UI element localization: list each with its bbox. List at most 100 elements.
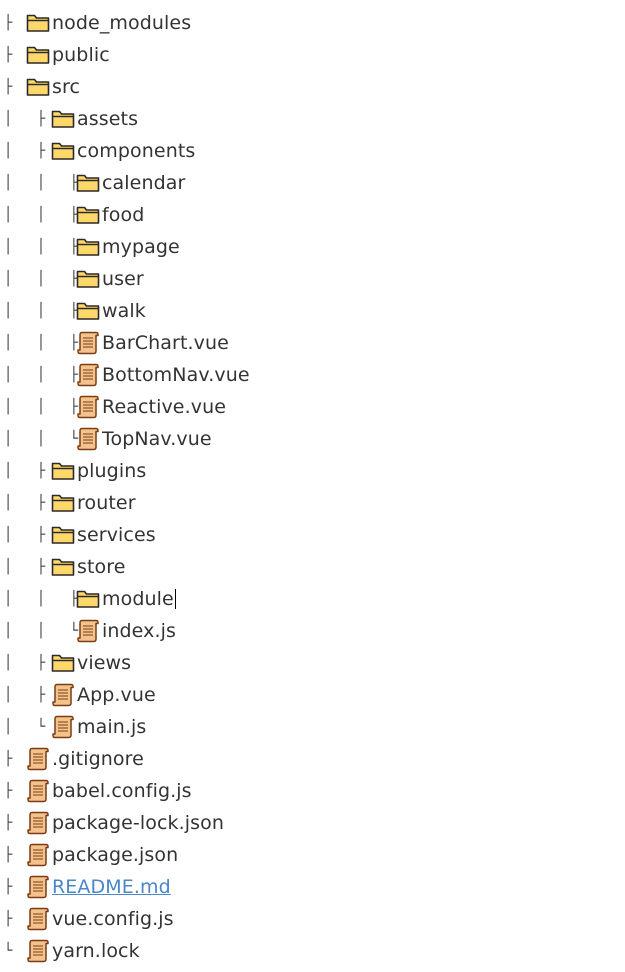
tree-row[interactable]: │ ├router bbox=[0, 488, 600, 518]
folder-name[interactable]: store bbox=[77, 556, 126, 578]
tree-row[interactable]: │ │ ├ mypage bbox=[0, 232, 600, 262]
file-name[interactable]: index.js bbox=[102, 620, 176, 642]
tree-row[interactable]: ├ node_modules bbox=[0, 8, 600, 38]
tree-row[interactable]: ├ package-lock.json bbox=[0, 808, 600, 838]
file-name[interactable]: .gitignore bbox=[52, 748, 144, 770]
tree-row[interactable]: │ └main.js bbox=[0, 712, 600, 742]
tree-branch-prefix: │ │ ├ bbox=[4, 271, 87, 287]
tree-branch-prefix: │ ├ bbox=[4, 559, 54, 575]
tree-row[interactable]: ├ package.json bbox=[0, 840, 600, 870]
folder-name[interactable]: mypage bbox=[102, 236, 180, 258]
folder-name[interactable]: node_modules bbox=[52, 12, 192, 34]
tree-row[interactable]: │ ├ App.vue bbox=[0, 680, 600, 710]
tree-row[interactable]: │ │ ├ calendar bbox=[0, 168, 600, 198]
file-icon bbox=[75, 619, 101, 643]
file-name[interactable]: babel.config.js bbox=[52, 780, 192, 802]
tree-row[interactable]: │ │ ├ user bbox=[0, 264, 600, 294]
folder-icon bbox=[25, 75, 51, 99]
folder-name[interactable]: components bbox=[77, 140, 196, 162]
tree-row[interactable]: │ ├views bbox=[0, 648, 600, 678]
file-name[interactable]: App.vue bbox=[77, 684, 156, 706]
folder-name[interactable]: public bbox=[52, 44, 110, 66]
file-icon bbox=[75, 331, 101, 355]
readme-link[interactable]: README.md bbox=[52, 876, 171, 898]
folder-name[interactable]: plugins bbox=[77, 460, 147, 482]
tree-row[interactable]: │ ├ assets bbox=[0, 104, 600, 134]
tree-row[interactable]: │ │ ├ Reactive.vue bbox=[0, 392, 600, 422]
file-icon bbox=[25, 875, 51, 899]
folder-name[interactable]: user bbox=[102, 268, 144, 290]
file-name[interactable]: main.js bbox=[77, 716, 147, 738]
file-name[interactable]: BarChart.vue bbox=[102, 332, 229, 354]
tree-branch-prefix: ├ bbox=[4, 911, 21, 927]
file-name[interactable]: BottomNav.vue bbox=[102, 364, 250, 386]
tree-row[interactable]: │ │ └ index.js bbox=[0, 616, 600, 646]
tree-branch-prefix: ├ bbox=[4, 47, 21, 63]
file-icon bbox=[25, 907, 51, 931]
tree-branch-prefix: │ │ ├ bbox=[4, 239, 87, 255]
file-icon bbox=[75, 395, 101, 419]
tree-branch-prefix: │ │ ├ bbox=[4, 175, 87, 191]
tree-branch-prefix: │ ├ bbox=[4, 463, 54, 479]
tree-row[interactable]: ├ README.md bbox=[0, 872, 600, 902]
file-name[interactable]: Reactive.vue bbox=[102, 396, 227, 418]
file-icon bbox=[25, 779, 51, 803]
tree-branch-prefix: ├ bbox=[4, 751, 21, 767]
tree-row[interactable]: └ yarn.lock bbox=[0, 936, 600, 966]
tree-row[interactable]: ├ vue.config.js bbox=[0, 904, 600, 934]
tree-branch-prefix: ├ bbox=[4, 783, 21, 799]
tree-branch-prefix: ├ bbox=[4, 815, 21, 831]
tree-row[interactable]: │ │ ├ BarChart.vue bbox=[0, 328, 600, 358]
folder-icon bbox=[50, 491, 76, 515]
folder-icon bbox=[75, 171, 101, 195]
folder-name[interactable]: router bbox=[77, 492, 136, 514]
tree-row[interactable]: │ ├ components bbox=[0, 136, 600, 166]
folder-name[interactable]: module bbox=[102, 588, 174, 610]
folder-name[interactable]: food bbox=[102, 204, 145, 226]
tree-branch-prefix: │ │ ├ bbox=[4, 335, 87, 351]
folder-name[interactable]: assets bbox=[77, 108, 139, 130]
tree-row[interactable]: │ │ ├ module bbox=[0, 584, 600, 614]
tree-branch-prefix: │ ├ bbox=[4, 111, 54, 127]
tree-row[interactable]: │ │ ├BottomNav.vue bbox=[0, 360, 600, 390]
tree-branch-prefix: ├ bbox=[4, 15, 21, 31]
tree-branch-prefix: │ │ ├ bbox=[4, 591, 87, 607]
tree-branch-prefix: │ │ └ bbox=[4, 623, 87, 639]
folder-icon bbox=[25, 11, 51, 35]
file-name[interactable]: package.json bbox=[52, 844, 179, 866]
tree-branch-prefix: │ ├ bbox=[4, 143, 54, 159]
folder-name[interactable]: views bbox=[77, 652, 132, 674]
tree-branch-prefix: └ bbox=[4, 943, 21, 959]
file-name[interactable]: vue.config.js bbox=[52, 908, 174, 930]
tree-branch-prefix: │ │ └ bbox=[4, 431, 87, 447]
tree-row[interactable]: │ ├ services bbox=[0, 520, 600, 550]
tree-row[interactable]: ├src bbox=[0, 72, 600, 102]
file-name[interactable]: package-lock.json bbox=[52, 812, 225, 834]
tree-row[interactable]: │ ├ plugins bbox=[0, 456, 600, 486]
tree-row[interactable]: ├ .gitignore bbox=[0, 744, 600, 774]
file-name[interactable]: yarn.lock bbox=[52, 940, 140, 962]
tree-row[interactable]: │ ├ store bbox=[0, 552, 600, 582]
tree-branch-prefix: │ │ ├ bbox=[4, 399, 87, 415]
tree-branch-prefix: ├ bbox=[4, 847, 21, 863]
tree-branch-prefix: ├ bbox=[4, 879, 21, 895]
file-icon bbox=[25, 811, 51, 835]
tree-row[interactable]: ├ babel.config.js bbox=[0, 776, 600, 806]
folder-name[interactable]: src bbox=[52, 76, 81, 98]
tree-branch-prefix: │ ├ bbox=[4, 527, 54, 543]
folder-icon bbox=[75, 587, 101, 611]
folder-name[interactable]: services bbox=[77, 524, 156, 546]
tree-branch-prefix: │ ├ bbox=[4, 687, 54, 703]
tree-branch-prefix: │ │ ├ bbox=[4, 303, 87, 319]
tree-row[interactable]: │ │ └ TopNav.vue bbox=[0, 424, 600, 454]
folder-name[interactable]: calendar bbox=[102, 172, 186, 194]
folder-name[interactable]: walk bbox=[102, 300, 146, 322]
file-name[interactable]: TopNav.vue bbox=[102, 428, 212, 450]
folder-icon bbox=[50, 651, 76, 675]
folder-icon bbox=[50, 139, 76, 163]
tree-row[interactable]: ├ public bbox=[0, 40, 600, 70]
tree-row[interactable]: │ │ ├food bbox=[0, 200, 600, 230]
folder-icon bbox=[75, 203, 101, 227]
tree-row[interactable]: │ │ ├ walk bbox=[0, 296, 600, 326]
file-icon bbox=[25, 843, 51, 867]
